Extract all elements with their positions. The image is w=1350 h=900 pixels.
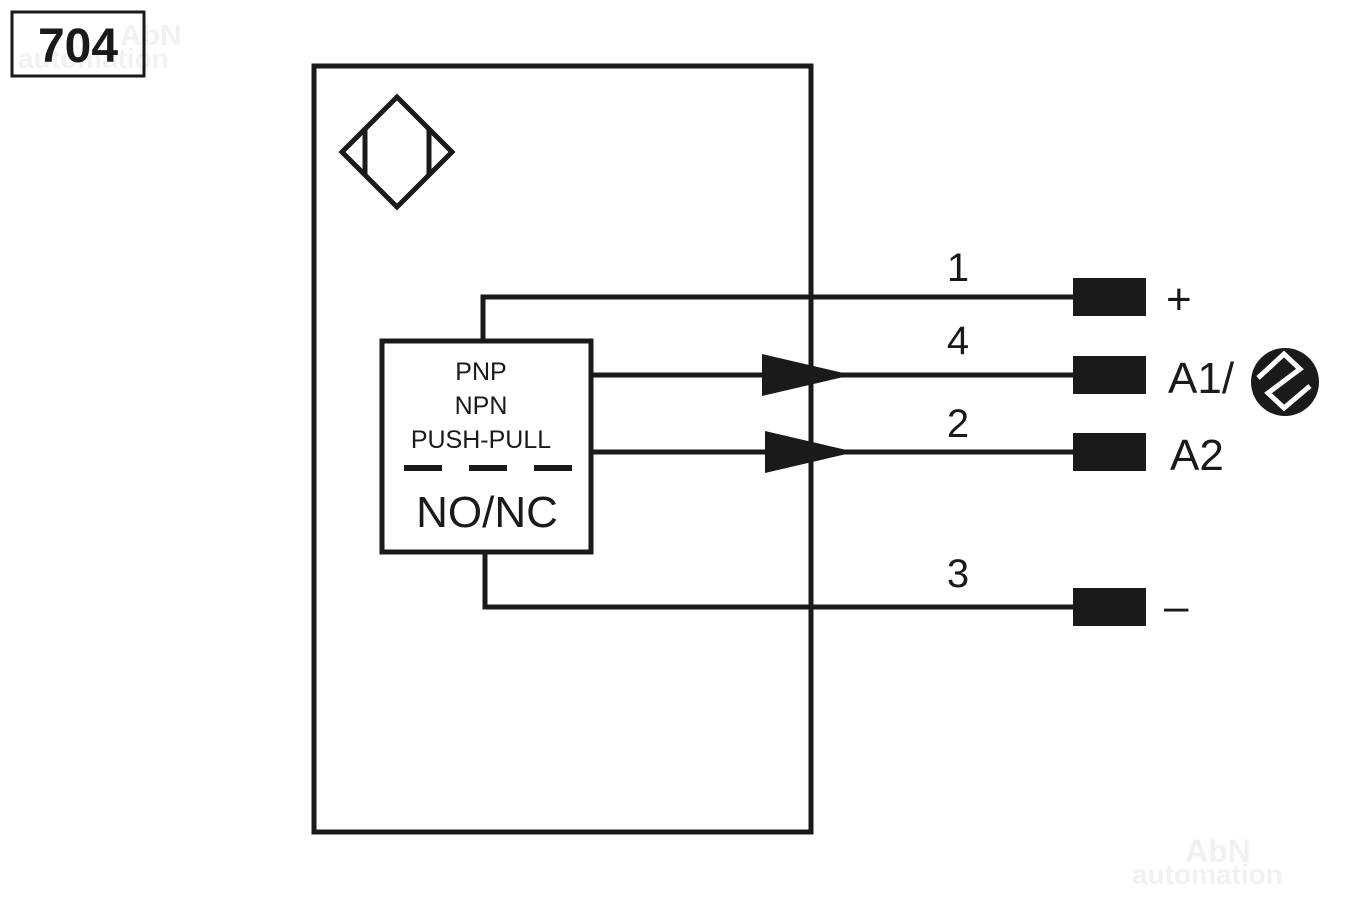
pin-number-1: 1 [947, 246, 969, 290]
pin-number-4: 4 [947, 319, 969, 363]
terminal-pin-4 [1073, 356, 1146, 394]
diagram-id-badge: 704 [10, 10, 146, 78]
arrow-output-a2 [765, 431, 855, 473]
output-block-frame [379, 338, 594, 555]
pin-signal-a1: A1/ [1168, 354, 1235, 403]
output-block: PNP NPN PUSH-PULL NO/NC [379, 338, 594, 555]
output-type-push-pull: PUSH-PULL [411, 426, 551, 454]
switching-mode: NO/NC [416, 488, 558, 537]
pin-signal-plus: + [1166, 275, 1192, 324]
wire-pin-1 [480, 294, 1075, 341]
output-type-npn: NPN [455, 392, 508, 420]
inductive-sensor-diamond-icon [338, 93, 456, 211]
pin-number-2: 2 [947, 402, 969, 446]
zigzag-pulse-icon [1251, 348, 1319, 416]
terminal-pin-1 [1073, 278, 1146, 316]
watermark-brand-bottom: AbN [1185, 833, 1251, 869]
watermark-brand-top: AbN [120, 19, 182, 52]
pin-number-3: 3 [947, 552, 969, 596]
terminal-pin-3 [1073, 588, 1146, 626]
watermark-sub-bottom: automation [1132, 859, 1283, 890]
output-type-pnp: PNP [455, 358, 506, 386]
diagram-id-frame [10, 10, 146, 78]
wire-pin-3 [482, 552, 1075, 610]
arrow-output-a1 [762, 354, 852, 396]
pin-signal-a2: A2 [1170, 431, 1224, 480]
watermark-sub-top: automation [18, 43, 169, 74]
pin-signal-minus: – [1164, 582, 1189, 631]
terminal-pin-2 [1073, 433, 1146, 471]
diagram-id: 704 [38, 20, 118, 73]
